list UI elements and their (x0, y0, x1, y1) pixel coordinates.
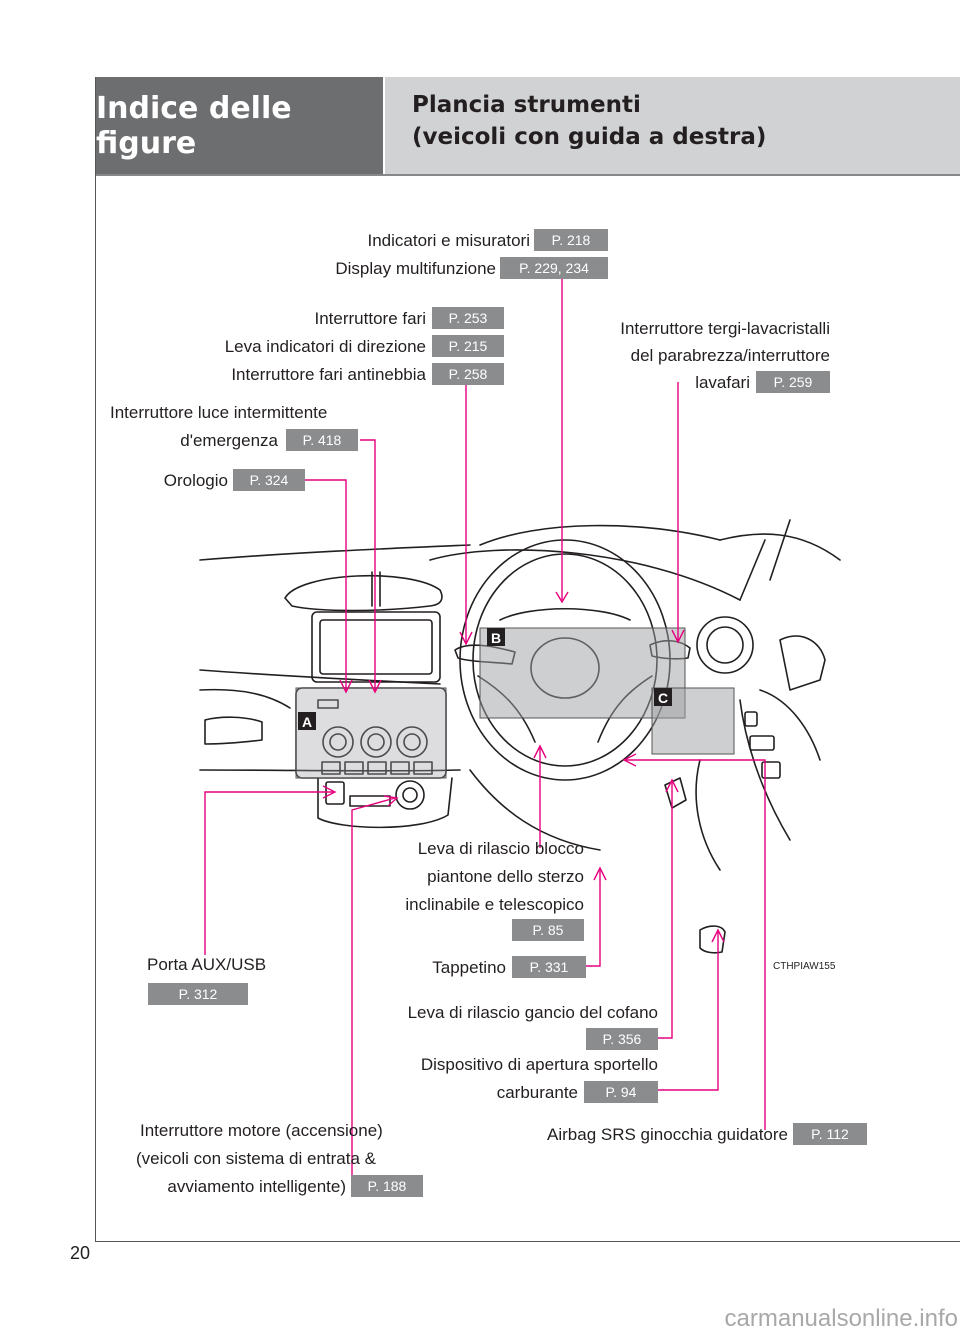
page-ref-fari[interactable]: P. 253 (432, 307, 504, 329)
section-title: Indice delle figure (96, 90, 292, 161)
page-number: 20 (70, 1243, 91, 1263)
leader-orologio (305, 479, 347, 690)
page-ref-motore[interactable]: P. 188 (351, 1175, 423, 1197)
leader-airbag (626, 759, 766, 1130)
callout-b: B (491, 630, 501, 646)
panel-b-area (479, 627, 686, 719)
label-emergenza-1: Interruttore luce intermittente (110, 403, 328, 422)
label-tappetino: Tappetino (432, 958, 506, 977)
label-leva-dir: Leva indicatori di direzione (224, 337, 426, 356)
page-ref-piantone[interactable]: P. 85 (512, 919, 584, 941)
label-piantone-3: inclinabile e telescopico (405, 895, 584, 914)
callout-c-marker (654, 688, 672, 706)
watermark: carmanualsonline.info (724, 1305, 958, 1332)
label-airbag: Airbag SRS ginocchia guidatore (547, 1125, 788, 1144)
label-tergi-2: del parabrezza/interruttore (630, 346, 830, 365)
page-ref-tappetino[interactable]: P. 331 (512, 956, 586, 978)
label-tergi-3: lavafari (695, 373, 750, 392)
page-ref-indicatori[interactable]: P. 218 (534, 229, 608, 251)
label-cofano: Leva di rilascio gancio del cofano (407, 1003, 658, 1022)
label-carb-1: Dispositivo di apertura sportello (420, 1055, 658, 1074)
page-ref-leva-dir[interactable]: P. 215 (432, 335, 504, 357)
label-aux: Porta AUX/USB (147, 955, 267, 974)
label-tergi-1: Interruttore tergi-lavacristalli (620, 319, 830, 338)
callout-b-marker (487, 628, 505, 646)
callout-a: A (302, 714, 312, 730)
label-antinebbia: Interruttore fari antinebbia (231, 365, 426, 384)
panel-a-area (295, 687, 447, 779)
page-title-box: Plancia strumenti (veicoli con guida a d… (383, 77, 960, 174)
page-ref-carb[interactable]: P. 94 (584, 1081, 658, 1103)
label-indicatori: Indicatori e misuratori (367, 231, 530, 250)
label-motore-1: Interruttore motore (accensione) (140, 1121, 383, 1140)
label-motore-2: (veicoli con sistema di entrata & (136, 1149, 376, 1168)
page-title-line1: Plancia strumenti (412, 92, 641, 118)
callout-c: C (658, 690, 668, 706)
label-motore-3: avviamento intelligente) (167, 1177, 346, 1196)
page-ref-aux[interactable]: P. 312 (148, 983, 248, 1005)
figure-code: CTHPIAW155 (773, 961, 836, 972)
leader-emergenza (360, 439, 376, 690)
leader-lines (204, 268, 766, 1185)
label-orologio: Orologio (163, 471, 228, 490)
label-emergenza-2: d'emergenza (180, 431, 278, 450)
page-ref-emergenza[interactable]: P. 418 (286, 429, 358, 451)
header-divider (96, 174, 960, 176)
page-ref-airbag[interactable]: P. 112 (793, 1123, 867, 1145)
label-piantone-2: piantone dello sterzo (427, 867, 584, 886)
page-ref-cofano[interactable]: P. 356 (586, 1028, 658, 1050)
leader-tappetino (586, 870, 601, 967)
leader-carb (658, 932, 719, 1091)
page-ref-display[interactable]: P. 229, 234 (500, 257, 608, 279)
label-display: Display multifunzione (335, 259, 496, 278)
label-carb-2: carburante (496, 1083, 578, 1102)
leader-aux (204, 791, 333, 955)
label-piantone-1: Leva di rilascio blocco (417, 839, 584, 858)
page-ref-orologio[interactable]: P. 324 (233, 469, 305, 491)
page-title-line2: (veicoli con guida a destra) (412, 124, 767, 150)
page-ref-tergi[interactable]: P. 259 (756, 371, 830, 393)
page-ref-antinebbia[interactable]: P. 258 (432, 363, 504, 385)
callout-a-marker (298, 712, 316, 730)
label-fari: Interruttore fari (314, 309, 427, 328)
leader-cofano (658, 782, 673, 1039)
content-frame (95, 77, 960, 1242)
section-title-box: Indice delle figure (96, 77, 383, 174)
leader-motore (351, 797, 396, 1185)
